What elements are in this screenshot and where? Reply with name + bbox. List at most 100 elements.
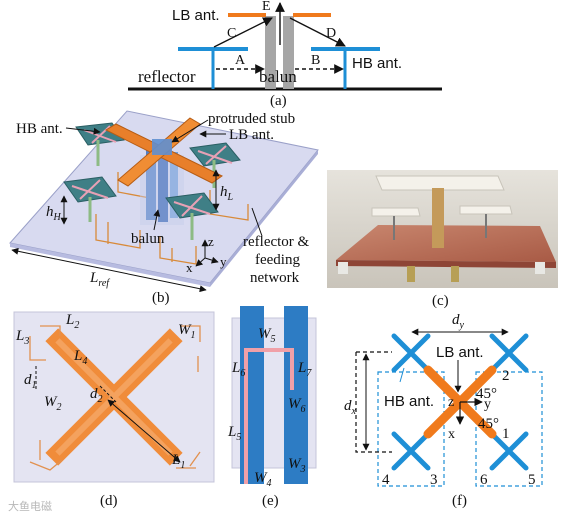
dim-d2 [99,385,117,403]
label-w6: W6 [288,396,306,415]
port-4: 4 [382,472,390,488]
hb-leader [65,127,101,135]
label-dx: dx [344,398,357,417]
caption-b: (b) [152,290,170,306]
label-w2: W2 [44,394,62,413]
hb-leader-f [399,367,405,383]
axis-x-f-label: x [448,427,455,442]
hb-label-b: HB ant. [16,121,63,137]
panel-b: z x y HB ant. protruded stub LB ant. bal… [9,110,319,306]
photo-stand-right [535,262,545,274]
hb-label: HB ant. [352,55,402,72]
reflector-label-b2: feeding [255,252,300,268]
balun-label: balun [259,67,297,86]
label-dy: dy [452,312,465,331]
balun-column-3 [170,152,178,218]
photo-connector-1 [407,266,415,282]
balun-bar-right [283,16,294,89]
photo-hb-right [459,205,513,215]
label-d1: d1 [24,372,37,391]
axis-z: z [208,234,214,249]
balun-bar-left [265,16,276,89]
reflector-board-side [210,150,318,287]
hb-element-sw [63,176,117,222]
photo-connector-2 [451,266,459,282]
hb-element-se [165,192,219,240]
label-l3: L3 [15,328,29,347]
label-l1: L1 [171,452,185,471]
axis-y: y [220,254,227,269]
balun-column-1 [146,150,156,220]
balun-feed-line [244,348,294,484]
letter-c: C [227,26,236,41]
letter-e: E [262,0,271,14]
photo-balun [432,188,444,248]
label-l2: L2 [65,312,79,331]
dim-hl-label: hL [220,184,234,203]
stub-label: protruded stub [208,111,295,127]
hb-element-ne [189,142,241,188]
label-d2: d2 [90,386,103,405]
hb-label-f: HB ant. [384,393,434,410]
hb-cross-f [391,333,529,471]
panel-d: L3 L2 L4 W1 d1 d2 W2 L1 (d) [13,311,215,509]
port-5: 5 [528,472,536,488]
stub-leader [171,119,209,143]
label-l6: L6 [231,360,245,379]
port-6: 6 [480,472,488,488]
photo-board [336,225,556,262]
label-l5: L5 [227,424,241,443]
reflector-label-b1: reflector & [243,234,310,250]
photo-hb-left [371,207,421,217]
port-1: 1 [502,426,510,442]
balun-leader [153,209,161,231]
photo-stand-left [338,262,348,274]
angle-label-2: 45° [478,416,499,432]
balun-strip-right [284,306,308,484]
axis-x: x [186,260,193,275]
angle-label-1: 45° [476,386,497,402]
panel-f: dy dx LB ant. HB ant. 45° 45° z y x 2 1 … [344,312,543,509]
photo-lb-plate [375,175,505,191]
lb-cross-3d [104,117,223,187]
reflector-label-b3: network [250,270,300,286]
caption-a: (a) [270,93,287,109]
axis-y-arrow [204,256,219,264]
meander-d [29,325,201,471]
label-l4: L4 [73,348,87,367]
caption-f: (f) [452,493,467,509]
dashed-groups [355,351,543,487]
dim-lref [11,247,207,293]
caption-d: (d) [100,493,118,509]
label-w4: W4 [254,470,272,489]
letter-b: B [311,53,320,68]
reflector-leader [251,207,263,237]
caption-c: (c) [432,293,449,309]
axis-x-arrow [195,257,206,267]
port-3: 3 [430,472,438,488]
axis-y-f-label: y [484,397,491,412]
arrow-d [289,17,346,47]
photo-board-front [336,260,556,268]
dim-lref-label: Lref [89,270,110,289]
letter-d: D [326,26,336,41]
dim-l1 [107,399,181,463]
lb-label: LB ant. [172,7,220,24]
panel-c-photo: (c) [327,170,558,309]
label-w5: W5 [258,326,276,345]
port-2: 2 [502,368,510,384]
panel-a: LB ant. HB ant. reflector balun E C D A … [128,0,442,109]
panel-e: W5 L6 L7 W6 L5 W3 W4 (e) [227,306,317,509]
label-l7: L7 [297,360,312,379]
balun-label-b: balun [131,231,165,247]
arrow-c [213,17,273,48]
lb-label-b: LB ant. [229,127,274,143]
balun-column-2 [158,148,168,222]
letter-a: A [235,53,246,68]
dim-hh-label: hH [46,204,62,223]
axis-z-f: z [448,395,454,410]
reflector-label: reflector [138,67,196,86]
lb-label-f: LB ant. [436,344,484,361]
label-w1: W1 [178,322,196,341]
caption-e: (e) [262,493,279,509]
